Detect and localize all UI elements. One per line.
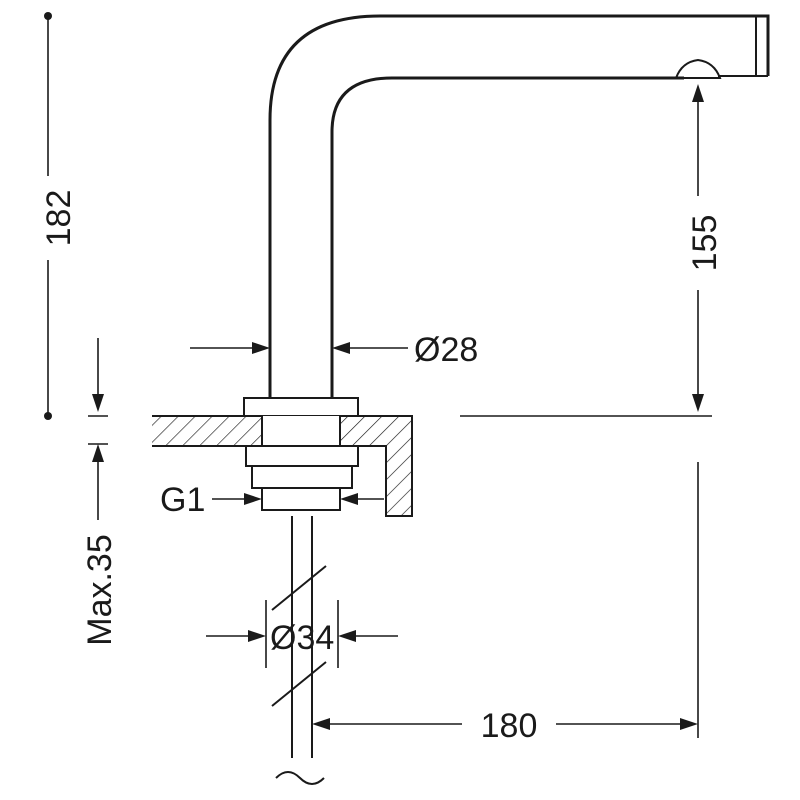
threaded-shank: [261, 487, 341, 511]
dim-projection: 180: [312, 462, 699, 745]
dim-label-180: 180: [481, 707, 538, 745]
dim-label-182: 182: [40, 190, 78, 247]
dim-pipe-diameter: Ø28: [190, 331, 478, 369]
washer: [245, 445, 359, 467]
break-mark: [271, 661, 327, 707]
dim-hose-diameter: Ø34: [206, 600, 398, 668]
dim-label-max35: Max.35: [81, 534, 119, 646]
dim-label-155: 155: [686, 215, 724, 272]
break-mark: [271, 565, 327, 611]
dim-total-height: 182: [40, 12, 78, 420]
dim-label-d28: Ø28: [414, 331, 478, 369]
dim-max-deck: Max.35: [81, 338, 119, 646]
fixing-nut: [251, 465, 353, 489]
dim-spout-height: 155: [460, 84, 724, 417]
spout-outer-contour: [268, 14, 770, 398]
supply-hose: [271, 516, 327, 785]
spout-inner-contour: [330, 76, 684, 398]
dim-thread: G1: [160, 481, 384, 519]
dim-label-g1: G1: [160, 481, 205, 519]
fixing-assembly: [245, 445, 359, 511]
dim-label-d34: Ø34: [270, 619, 334, 657]
base-flange: [243, 397, 359, 417]
faucet-body: [243, 14, 770, 417]
aerator-outlet: [674, 58, 722, 79]
continuation-symbol: [275, 771, 325, 785]
